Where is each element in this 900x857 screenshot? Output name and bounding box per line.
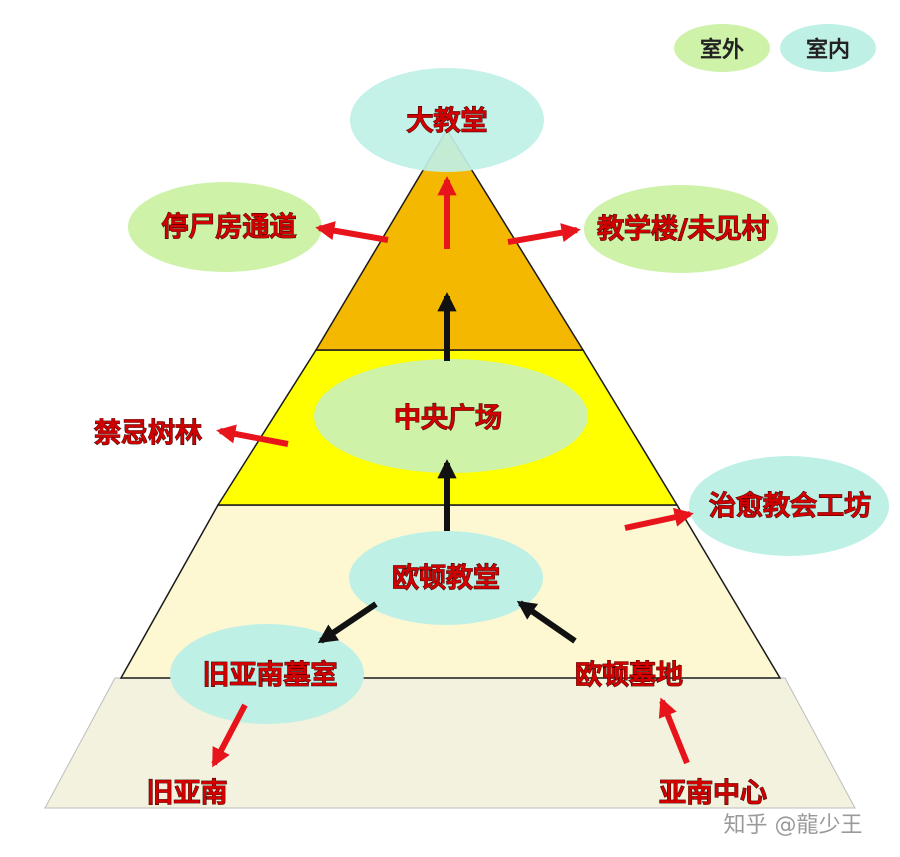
oedon-chapel-bubble bbox=[349, 531, 543, 625]
label-forbidden-woods: 禁忌树林 bbox=[94, 418, 202, 449]
watermark: 知乎 @龍少王 bbox=[724, 813, 863, 838]
arrow-oedon-tomb-to-oedon-chapel bbox=[516, 600, 577, 644]
arrow-old-yharnam-tomb-to-old-yharnam bbox=[211, 703, 248, 768]
label-healing-workshop: 治愈教会工坊 bbox=[709, 490, 871, 522]
cathedral-bubble bbox=[350, 68, 544, 172]
healing-workshop-bubble bbox=[689, 456, 889, 556]
legend-indoor-swatch bbox=[780, 24, 876, 72]
label-teaching-building: 教学楼/未见村 bbox=[597, 213, 769, 245]
arrows bbox=[211, 176, 694, 768]
arrow-yharnam-center-to-oedon-tomb bbox=[658, 697, 690, 765]
arrow-to-forbidden-woods bbox=[216, 424, 289, 447]
label-oedon-chapel: 欧顿教堂 bbox=[392, 563, 500, 594]
teaching-building-bubble bbox=[584, 185, 778, 273]
label-central-plaza: 中央广场 bbox=[394, 403, 502, 434]
arrow-oedon-chapel-to-old-yharnam-tomb bbox=[317, 601, 378, 644]
arrow-to-teaching-building bbox=[507, 223, 581, 245]
node-backgrounds bbox=[128, 68, 889, 724]
label-yharnam-center: 亚南中心 bbox=[659, 778, 767, 809]
legend-outdoor-swatch bbox=[674, 24, 770, 72]
arrow-to-healing-workshop bbox=[624, 507, 694, 531]
legend: 室外 室内 bbox=[674, 24, 876, 72]
label-morgue-passage: 停尸房通道 bbox=[162, 211, 297, 243]
label-old-yharnam: 旧亚南 bbox=[147, 778, 228, 809]
legend-indoor-label: 室内 bbox=[806, 37, 850, 63]
old-yharnam-tomb-bubble bbox=[170, 624, 364, 724]
label-cathedral: 大教堂 bbox=[407, 106, 488, 137]
label-oedon-tomb: 欧顿墓地 bbox=[575, 660, 683, 691]
arrow-to-morgue-passage bbox=[315, 221, 389, 243]
legend-outdoor-label: 室外 bbox=[700, 37, 744, 63]
central-plaza-bubble bbox=[314, 359, 588, 473]
morgue-passage-bubble bbox=[128, 182, 322, 272]
node-labels: 大教堂 停尸房通道 教学楼/未见村 中央广场 禁忌树林 治愈教会工坊 欧顿教堂 … bbox=[94, 106, 872, 810]
label-old-yharnam-tomb: 旧亚南墓室 bbox=[203, 659, 338, 691]
